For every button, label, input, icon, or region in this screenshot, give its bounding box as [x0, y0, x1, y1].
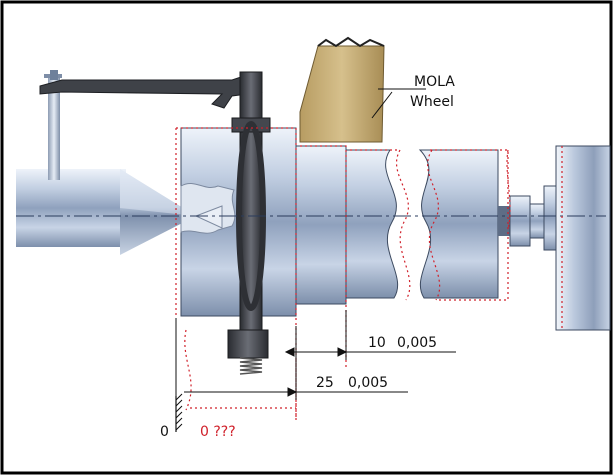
workpiece-shaft-right	[418, 149, 499, 299]
dim-25-value: 25	[316, 375, 334, 391]
measuring-gauge	[39, 71, 271, 375]
tailstock-quill	[16, 169, 196, 255]
dimension-lines	[175, 310, 456, 430]
gauge-arm-rod	[44, 70, 62, 180]
workpiece-step-middle	[295, 145, 347, 305]
datum-question-label: 0 ???	[200, 424, 236, 440]
datum-zero-label: 0	[160, 424, 169, 440]
dim-10-value: 10	[368, 335, 386, 351]
grinding-wheel	[299, 36, 385, 143]
wheel-label-leader	[371, 91, 393, 119]
wheel-label-line2: Wheel	[410, 94, 454, 110]
dim-25-tolerance: 0,005	[348, 375, 388, 391]
wheel-label-line1: MOLA	[414, 74, 455, 90]
red-reference-profile	[175, 127, 563, 420]
datum-hatch	[175, 393, 183, 432]
workpiece-shaft-left	[345, 149, 399, 299]
dim-10-tolerance: 0,005	[397, 335, 437, 351]
headstock-driver	[498, 145, 611, 331]
